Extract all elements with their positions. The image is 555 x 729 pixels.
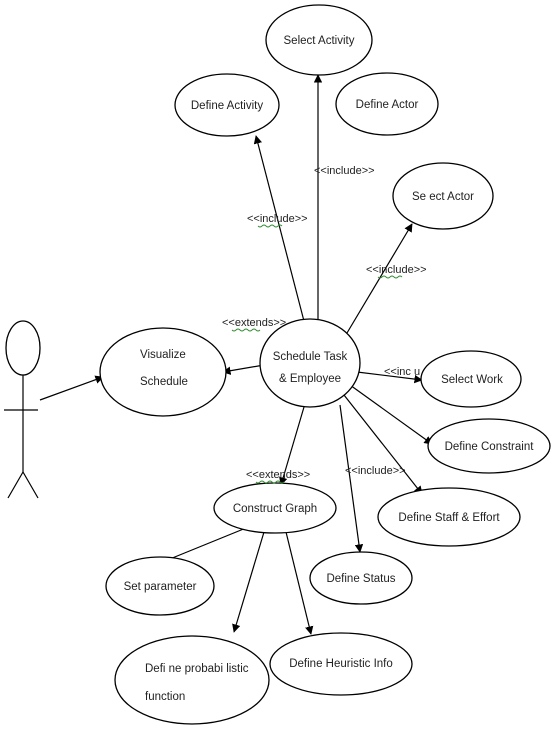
edge-schedule-select-work [356, 371, 423, 384]
include-label-bottom: <<include>> [345, 465, 406, 477]
use-case-define-constraint: Define Constraint [427, 418, 551, 474]
define-staff-effort-label: Define Staff & Effort [398, 512, 500, 524]
select-activity-label: Select Activity [284, 35, 355, 47]
include-label-top: <<include>> [314, 165, 375, 177]
extends-bottom-underline [255, 480, 285, 484]
edge-graph-heuristic [285, 531, 314, 635]
define-heuristic-label: Define Heuristic Info [289, 658, 393, 670]
actor-left-leg [7, 471, 24, 499]
actor-head [5, 320, 41, 376]
use-case-define-activity: Define Activity [174, 73, 280, 137]
visualize-schedule-label-2: Schedule [140, 376, 188, 388]
use-case-schedule-task: Schedule Task & Employee [259, 318, 361, 408]
include-right-underline [377, 275, 403, 279]
edge-schedule-visualize [222, 364, 265, 375]
edge-schedule-status [339, 404, 364, 553]
edge-actor-visualize [39, 375, 104, 401]
use-case-define-status: Define Status [309, 551, 413, 605]
include-label-right: <<include>> [366, 264, 427, 276]
define-actor-label: Define Actor [356, 99, 419, 111]
actor-right-leg [22, 471, 39, 499]
include-label-work: <<inc u [384, 366, 420, 378]
edge-schedule-staff-effort [343, 394, 423, 495]
use-case-define-heuristic-info: Define Heuristic Info [269, 632, 413, 696]
edge-graph-set-parameter [159, 527, 247, 565]
extends-label-left: <<extends>> [222, 317, 286, 329]
define-constraint-label: Define Constraint [445, 441, 535, 453]
use-case-define-actor: Define Actor [335, 72, 439, 136]
define-activity-label: Define Activity [191, 100, 263, 112]
edge-schedule-define-activity [253, 135, 306, 326]
use-case-set-parameter: Set parameter [105, 556, 215, 616]
define-status-label: Define Status [326, 573, 395, 585]
select-work-label: Select Work [441, 374, 503, 386]
edge-schedule-define-constraint [349, 384, 433, 445]
use-case-visualize-schedule: Visualize Schedule [99, 327, 227, 417]
stereotype-labels: <<include>> <<include>> <<include>> <<ex… [222, 165, 427, 484]
define-probabilistic-label-2: function [145, 691, 185, 703]
edges [39, 74, 433, 635]
include-left-underline [257, 224, 283, 228]
use-case-construct-graph: Construct Graph [213, 482, 337, 534]
use-case-define-probabilistic-function: Defi ne probabi listic function [114, 635, 270, 725]
actor-figure [4, 320, 41, 499]
include-label-left: <<include>> [247, 213, 308, 225]
use-case-select-actor: Se ect Actor [392, 162, 494, 230]
edge-graph-probabilistic [232, 531, 265, 633]
schedule-task-label-2: & Employee [279, 373, 341, 385]
schedule-task-label-1: Schedule Task [273, 351, 348, 363]
set-parameter-label: Set parameter [124, 581, 197, 593]
construct-graph-label: Construct Graph [233, 503, 317, 515]
use-case-define-staff-effort: Define Staff & Effort [377, 487, 521, 547]
select-actor-label: Se ect Actor [412, 191, 474, 203]
use-case-select-work: Select Work [420, 350, 522, 408]
visualize-schedule-label-1: Visualize [140, 349, 186, 361]
extends-label-bottom: <<extends>> [246, 469, 310, 481]
define-probabilistic-label-1: Defi ne probabi listic [145, 663, 249, 675]
extends-left-underline [231, 328, 261, 332]
use-case-select-activity: Select Activity [265, 4, 373, 76]
edge-schedule-construct-graph [279, 406, 305, 486]
edge-schedule-select-actor [343, 223, 413, 339]
